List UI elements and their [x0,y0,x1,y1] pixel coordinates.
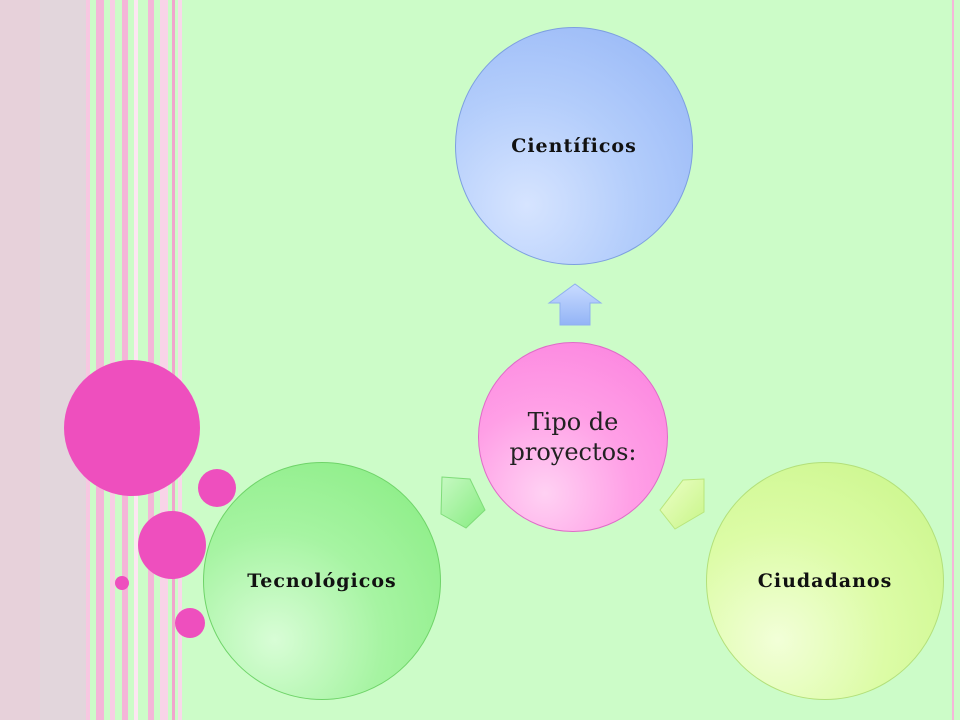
node-tipo-de-proyectos: Tipo de proyectos: [478,342,668,532]
node-tecnologicos-label: Tecnológicos [247,570,397,592]
node-cientificos-label: Científicos [511,135,637,157]
right-edge-line [952,0,954,720]
node-ciudadanos-label: Ciudadanos [757,570,893,592]
arrow-to-top [547,283,603,326]
arrow-to-right [659,478,705,530]
node-tecnologicos: Tecnológicos [203,462,441,700]
node-ciudadanos: Ciudadanos [706,462,944,700]
arrow-to-left [440,476,486,529]
node-center-label: Tipo de proyectos: [509,408,637,466]
node-cientificos: Científicos [455,27,693,265]
